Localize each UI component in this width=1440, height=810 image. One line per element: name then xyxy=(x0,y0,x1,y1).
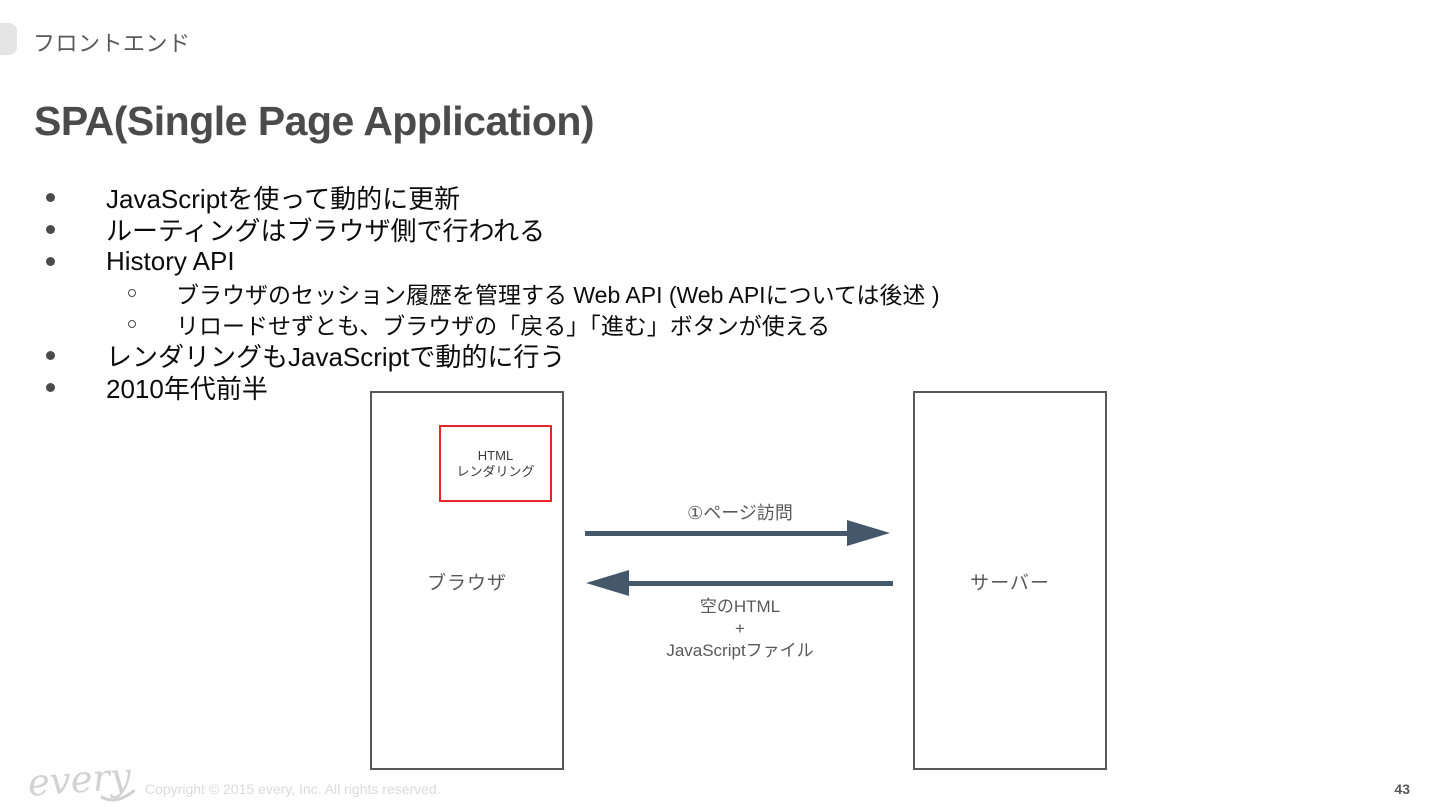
response-label-line1: 空のHTML xyxy=(699,597,781,616)
bullet-list: JavaScriptを使って動的に更新 ルーティングはブラウザ側で行われる Hi… xyxy=(36,181,939,404)
bullet-item: レンダリングもJavaScriptで動的に行う xyxy=(36,339,939,372)
slide-title: SPA(Single Page Application) xyxy=(34,98,595,144)
render-box-line2: レンダリング xyxy=(456,463,535,479)
every-logo: every xyxy=(26,756,136,805)
html-render-box: HTML レンダリング xyxy=(439,425,552,502)
render-box-line1: HTML xyxy=(477,447,514,463)
browser-label: ブラウザ xyxy=(426,573,507,594)
response-label-line2: + xyxy=(735,619,745,638)
bullet-dot-icon xyxy=(46,382,55,392)
browser-box: HTML レンダリング ブラウザ xyxy=(370,391,564,770)
bullet-text: JavaScriptを使って動的に更新 xyxy=(106,183,461,214)
bullet-text: 2010年代前半 xyxy=(106,373,268,404)
bullet-item: 2010年代前半 xyxy=(36,371,939,404)
response-arrow-label: 空のHTML + JavaScriptファイル xyxy=(615,596,865,662)
bullet-text: レンダリングもJavaScriptで動的に行う xyxy=(106,341,566,372)
bullet-circle-icon xyxy=(128,288,136,297)
server-box: サーバー xyxy=(913,391,1107,770)
response-label-line3: JavaScriptファイル xyxy=(666,641,814,660)
right-arrowhead-icon xyxy=(847,520,890,546)
page-number: 43 xyxy=(1394,781,1410,797)
server-label: サーバー xyxy=(970,573,1050,594)
request-arrow-label: ①ページ訪問 xyxy=(687,503,793,523)
bullet-dot-icon xyxy=(46,192,55,202)
left-arrowhead-icon xyxy=(586,570,629,596)
sub-bullet-item: ブラウザのセッション履歴を管理する Web API (Web APIについては後… xyxy=(36,277,939,308)
bullet-text: ブラウザのセッション履歴を管理する Web API (Web APIについては後… xyxy=(176,281,940,308)
bullet-text: リロードせずとも、ブラウザの「戻る」「進む」ボタンが使える xyxy=(176,312,831,339)
bullet-dot-icon xyxy=(46,256,55,266)
bullet-item: JavaScriptを使って動的に更新 xyxy=(36,181,939,214)
bullet-text: History API xyxy=(106,245,235,276)
bullet-dot-icon xyxy=(46,350,55,360)
bullet-text: ルーティングはブラウザ側で行われる xyxy=(106,215,546,246)
copyright-text: Copyright © 2015 every, Inc. All rights … xyxy=(145,781,441,797)
logo-text: every xyxy=(26,756,133,805)
bullet-circle-icon xyxy=(128,319,136,328)
bullet-dot-icon xyxy=(46,224,55,234)
bullet-item: ルーティングはブラウザ側で行われる xyxy=(36,213,939,246)
sub-bullet-item: リロードせずとも、ブラウザの「戻る」「進む」ボタンが使える xyxy=(36,308,939,339)
section-tab xyxy=(0,23,17,55)
section-label: フロントエンド xyxy=(33,31,191,56)
bullet-item: History API xyxy=(36,245,939,277)
response-arrow-line xyxy=(629,581,893,586)
request-arrow-line xyxy=(585,531,848,536)
